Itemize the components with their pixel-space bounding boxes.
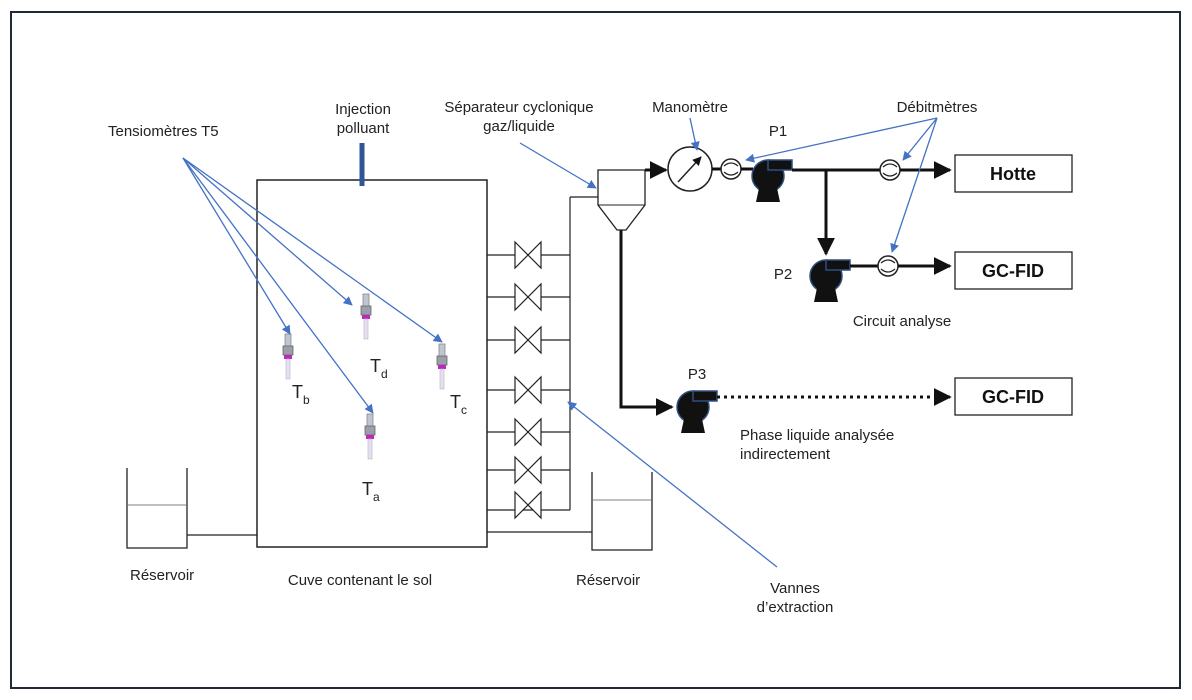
tensiometers-label: Tensiomètres T5	[108, 123, 219, 140]
tensiometer-d-label: Td	[370, 356, 388, 381]
tensiometer-c-label: Tc	[450, 392, 467, 417]
separator-label-2: gaz/liquide	[483, 118, 555, 135]
flowmeter-icon	[877, 255, 899, 277]
reservoir-left-label: Réservoir	[130, 567, 194, 584]
pump-p1-label: P1	[769, 123, 787, 140]
diagram-frame	[10, 11, 1181, 689]
reservoir-right-label: Réservoir	[576, 572, 640, 589]
extraction-valves	[514, 241, 542, 519]
manometer-label: Manomètre	[652, 99, 728, 116]
gcfid-top-box	[954, 251, 1073, 290]
right-reservoir	[591, 472, 653, 551]
flowmeters-label: Débitmètres	[897, 99, 978, 116]
callout-lines	[182, 117, 938, 568]
liquid-phase-label-2: indirectement	[740, 446, 831, 463]
pump-p2-label: P2	[774, 266, 792, 283]
flowmeter-icon	[879, 159, 901, 181]
pump-p3-icon	[676, 390, 718, 434]
valves-label-1: Vannes	[770, 580, 820, 597]
hood-label: Hotte	[990, 164, 1036, 184]
tensiometer-b-label: Tb	[292, 382, 310, 407]
valves-label-2: d’extraction	[757, 599, 834, 616]
liquid-line	[619, 230, 674, 416]
pump-p2-icon	[809, 259, 851, 303]
valve-icon	[514, 376, 542, 404]
valve-icon	[514, 491, 542, 519]
gcfid-bottom-label: GC-FID	[982, 387, 1044, 407]
gcfid-top-label: GC-FID	[982, 261, 1044, 281]
valve-icon	[514, 283, 542, 311]
valve-icon	[514, 326, 542, 354]
valve-icon	[514, 241, 542, 269]
flowmeter-icon	[720, 158, 742, 180]
tensiometer-a-label: Ta	[362, 479, 380, 504]
cyclone-separator	[597, 169, 646, 231]
injection-label-1: Injection	[335, 101, 391, 118]
tank-label: Cuve contenant le sol	[288, 572, 432, 589]
soil-tank	[256, 179, 488, 548]
pump-p1-icon	[751, 159, 793, 203]
extraction-manifold	[487, 196, 598, 511]
analysis-circuit-label: Circuit analyse	[853, 313, 951, 330]
pump-p3-label: P3	[688, 366, 706, 383]
injection-label-2: polluant	[337, 120, 390, 137]
gcfid-bottom-box	[954, 377, 1073, 416]
manometer-icon	[667, 146, 713, 192]
liquid-phase-label-1: Phase liquide analysée	[740, 427, 894, 444]
valve-icon	[514, 456, 542, 484]
left-reservoir	[126, 468, 188, 549]
valve-icon	[514, 418, 542, 446]
separator-label-1: Séparateur cyclonique	[444, 99, 593, 116]
hood-box	[954, 154, 1073, 193]
